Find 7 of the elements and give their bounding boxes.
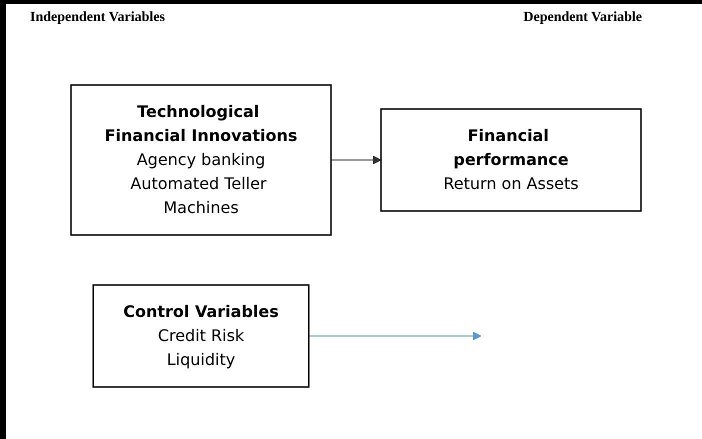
column-heading: Dependent Variable bbox=[523, 10, 642, 26]
arrow bbox=[308, 331, 482, 340]
node-box: Control Variables Credit Risk Liquidity bbox=[92, 284, 310, 388]
node-box: Financial performance Return on Assets bbox=[380, 108, 642, 212]
node-box: Technological Financial Innovations Agency banking Automated Teller Machines bbox=[70, 84, 332, 236]
column-heading: Independent Variables bbox=[30, 10, 165, 26]
arrow bbox=[330, 155, 382, 164]
